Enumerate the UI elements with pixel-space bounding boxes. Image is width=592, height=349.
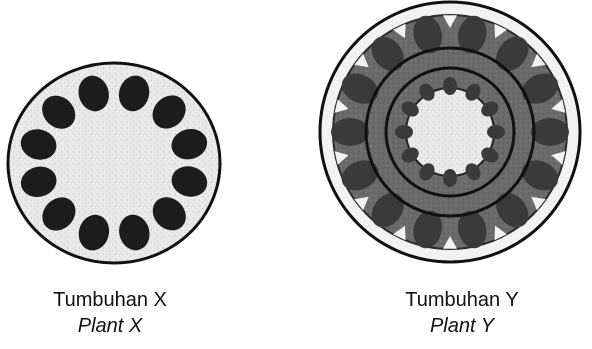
plant-y-cross-section bbox=[320, 2, 580, 262]
outer-lobe bbox=[331, 118, 369, 146]
inner-tooth bbox=[395, 125, 413, 139]
outer-lobe bbox=[531, 118, 569, 146]
inner-tooth bbox=[443, 169, 457, 187]
inner-tooth bbox=[487, 125, 505, 139]
plant-x-label-malay: Tumbuhan X bbox=[20, 287, 200, 313]
inner-tooth bbox=[443, 77, 457, 95]
plant-y-caption: Tumbuhan Y Plant Y bbox=[362, 287, 562, 339]
plant-y-pith bbox=[406, 88, 494, 176]
stem-cross-sections bbox=[0, 0, 592, 290]
plant-y-label-english: Plant Y bbox=[362, 313, 562, 339]
plant-x-stem-outline bbox=[8, 63, 220, 263]
plant-y-label-malay: Tumbuhan Y bbox=[362, 287, 562, 313]
plant-x-cross-section bbox=[8, 63, 220, 263]
plant-x-caption: Tumbuhan X Plant X bbox=[20, 287, 200, 339]
plant-x-label-english: Plant X bbox=[20, 313, 200, 339]
